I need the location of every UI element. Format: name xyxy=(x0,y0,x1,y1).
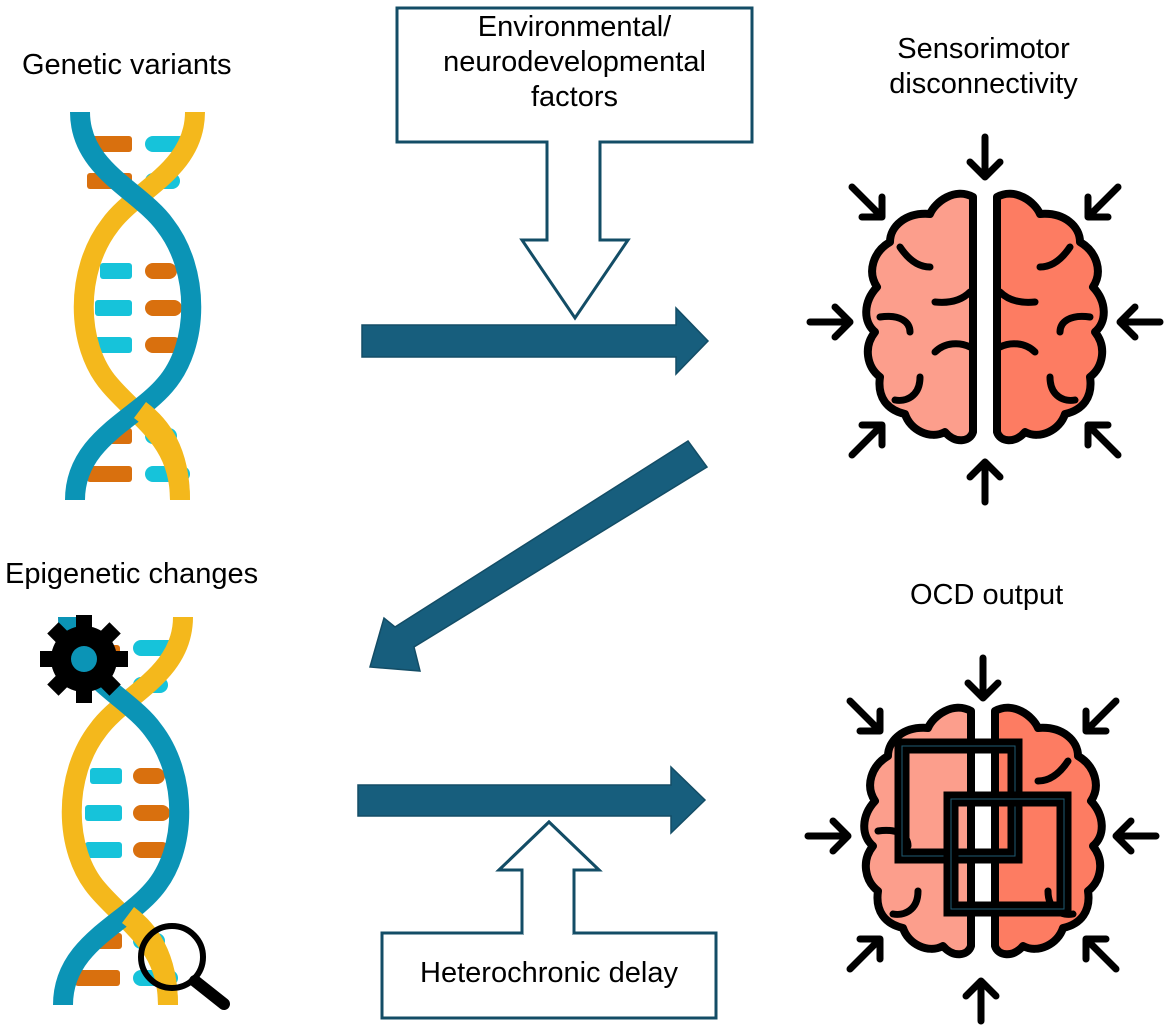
dna-icon xyxy=(65,111,205,501)
brain-arrows-icon xyxy=(806,133,1164,506)
genetic-variants-label: Genetic variants xyxy=(22,49,232,81)
heterochronic-up-arrow xyxy=(495,819,603,934)
inward-arrows xyxy=(806,133,1164,506)
heterochronic-delay-label: Heterochronic delay xyxy=(420,957,678,989)
environmental-line3: factors xyxy=(530,80,619,113)
sensorimotor-label-line1: Sensorimotor xyxy=(897,33,1070,65)
epigenetic-changes-label: Epigenetic changes xyxy=(5,558,259,590)
arrow-epigenetic-to-ocd xyxy=(357,765,707,835)
environmental-callout-shape xyxy=(395,6,754,321)
sensorimotor-label-line2: disconnectivity xyxy=(889,67,1078,100)
gear-icon xyxy=(40,615,128,703)
arrow-genetic-to-sensorimotor xyxy=(361,306,710,376)
dna-gear-magnifier-icon xyxy=(40,615,230,1010)
brain-overlapping-squares-icon xyxy=(804,654,1160,1025)
callout-join-mask xyxy=(524,930,572,936)
brain-left-hemisphere xyxy=(862,189,977,445)
environmental-line2: neurodevelopmental xyxy=(443,45,706,78)
arrow-sensorimotor-to-epigenetic xyxy=(369,439,709,672)
overlapping-squares-icon xyxy=(894,738,1072,917)
brain-right-hemisphere xyxy=(993,189,1108,445)
sensorimotor-label: Sensorimotor disconnectivity xyxy=(866,32,1101,102)
inward-arrows xyxy=(804,654,1160,1025)
environmental-line1: Environmental/ xyxy=(477,11,672,43)
ocd-output-label: OCD output xyxy=(910,579,1064,611)
magnifier-icon xyxy=(138,923,230,1010)
environmental-factors-label: Environmental/ neurodevelopmental factor… xyxy=(397,10,752,114)
heterochronic-box xyxy=(380,931,718,1020)
